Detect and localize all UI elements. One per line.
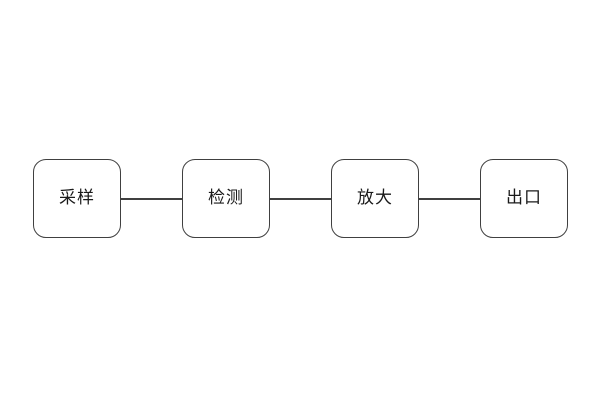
connector-line-detection-amplification — [270, 197, 331, 200]
flow-node-sampling: 采样 — [33, 159, 121, 238]
flow-node-exit-label: 出口 — [506, 188, 542, 208]
flowchart: 采样 检测 放大 出口 — [33, 159, 568, 238]
flow-node-amplification: 放大 — [331, 159, 419, 238]
flow-node-exit: 出口 — [480, 159, 568, 238]
connector-line-sampling-detection — [121, 197, 182, 200]
flow-node-sampling-label: 采样 — [59, 188, 95, 208]
flow-node-amplification-label: 放大 — [357, 188, 393, 208]
connector-line-amplification-exit — [419, 197, 480, 200]
flow-node-detection-label: 检测 — [208, 188, 244, 208]
flow-node-detection: 检测 — [182, 159, 270, 238]
